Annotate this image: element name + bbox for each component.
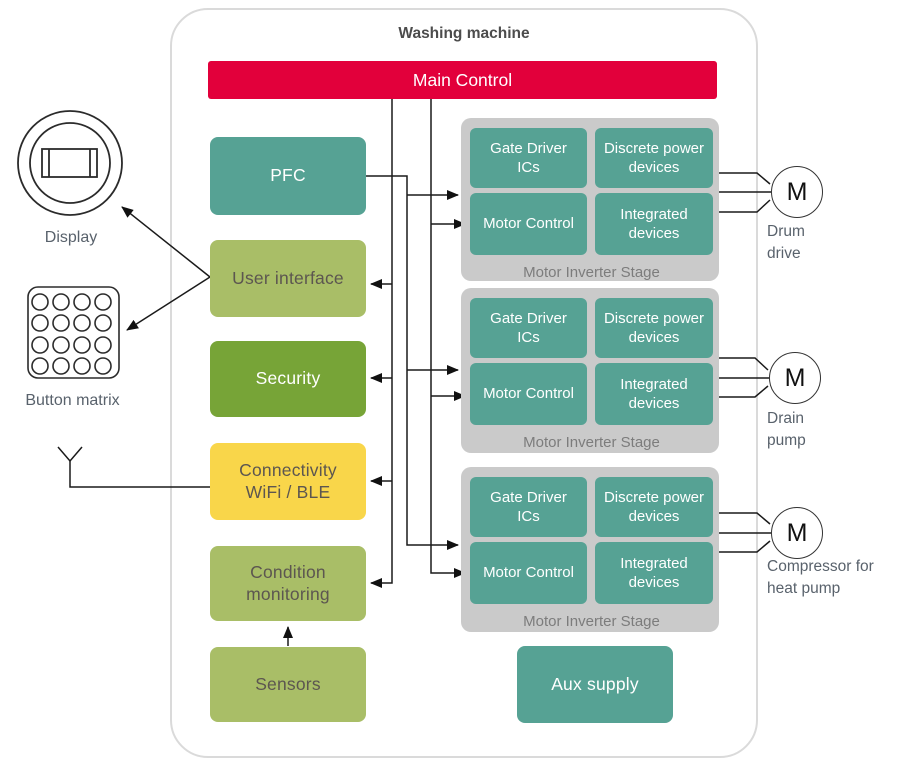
sensors-block: Sensors <box>210 647 366 722</box>
connectivity-block: Connectivity WiFi / BLE <box>210 443 366 520</box>
stage-caption: Motor Inverter Stage <box>523 263 660 281</box>
motor-inverter-stage-3: Gate Driver ICs Discrete power devices M… <box>461 467 719 632</box>
condition-monitoring-block: Condition monitoring <box>210 546 366 621</box>
motor-label: Compressor for heat pump <box>767 558 874 597</box>
gate-driver-ics-block: Gate Driver ICs <box>470 298 587 358</box>
motor-control-block: Motor Control <box>470 542 587 604</box>
discrete-power-devices-block: Discrete power devices <box>595 128 713 188</box>
motor-inverter-stage-2: Gate Driver ICs Discrete power devices M… <box>461 288 719 453</box>
stage-caption: Motor Inverter Stage <box>523 433 660 451</box>
main-control-block: Main Control <box>208 61 717 99</box>
motor-inverter-stage-1: Gate Driver ICs Discrete power devices M… <box>461 118 719 281</box>
motor-control-block: Motor Control <box>470 363 587 425</box>
motor-icon: M <box>771 507 823 559</box>
user-interface-block: User interface <box>210 240 366 317</box>
button-matrix-icon <box>27 286 120 379</box>
motor-control-block: Motor Control <box>470 193 587 255</box>
gate-driver-ics-block: Gate Driver ICs <box>470 128 587 188</box>
display-label: Display <box>44 229 98 246</box>
integrated-devices-block: Integrated devices <box>595 542 713 604</box>
stage-caption: Motor Inverter Stage <box>523 612 660 630</box>
motor-icon: M <box>769 352 821 404</box>
discrete-power-devices-block: Discrete power devices <box>595 477 713 537</box>
pfc-block: PFC <box>210 137 366 215</box>
page-title: Washing machine <box>398 25 530 42</box>
display-icon <box>17 110 123 216</box>
integrated-devices-block: Integrated devices <box>595 193 713 255</box>
motor-icon: M <box>771 166 823 218</box>
motor-label: Drum drive <box>767 223 805 262</box>
security-block: Security <box>210 341 366 417</box>
discrete-power-devices-block: Discrete power devices <box>595 298 713 358</box>
motor-label: Drain pump <box>767 410 806 449</box>
button-matrix-label: Button matrix <box>25 392 120 409</box>
integrated-devices-block: Integrated devices <box>595 363 713 425</box>
gate-driver-ics-block: Gate Driver ICs <box>470 477 587 537</box>
aux-supply-block: Aux supply <box>517 646 673 723</box>
